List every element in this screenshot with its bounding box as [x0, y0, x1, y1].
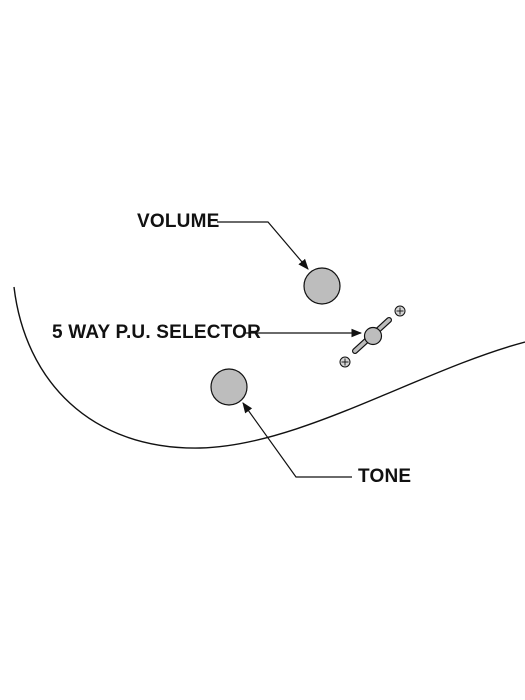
body-outline	[13, 286, 525, 449]
tone-knob	[210, 368, 248, 406]
selector-switch	[352, 317, 392, 354]
selector-knob	[363, 326, 383, 346]
screw-icon	[339, 356, 351, 368]
selector-label: 5 WAY P.U. SELECTOR	[52, 322, 262, 343]
volume-leader-line	[217, 221, 309, 270]
screw-icon	[394, 305, 406, 317]
volume-knob	[303, 267, 341, 305]
tone-label: TONE	[358, 466, 412, 487]
volume-label: VOLUME	[137, 211, 220, 232]
tone-leader-line	[242, 402, 352, 478]
